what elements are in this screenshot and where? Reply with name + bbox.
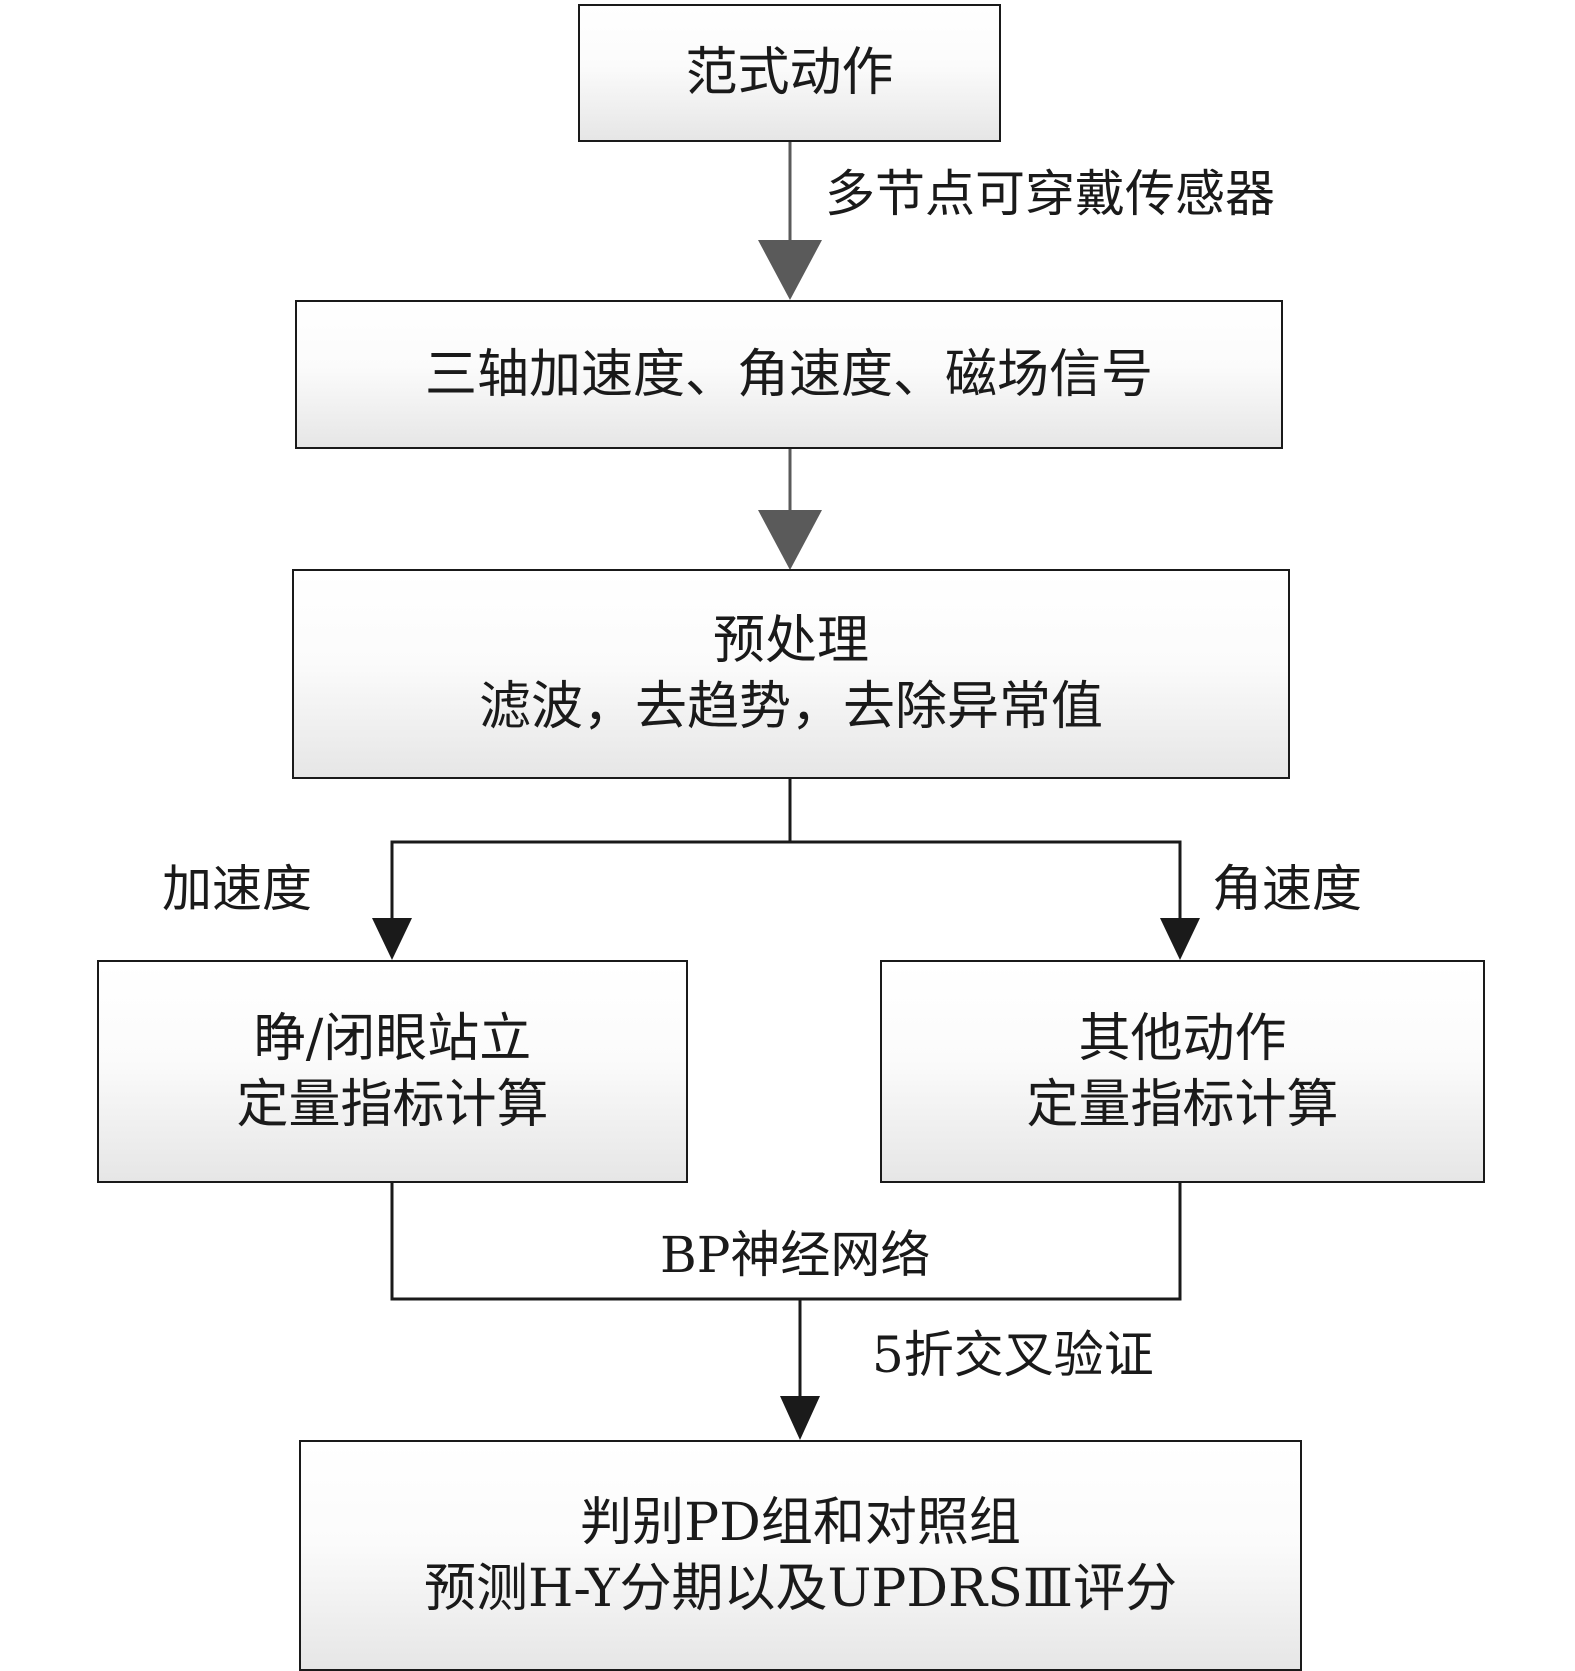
node-stance: 睁/闭眼站立 定量指标计算 [97,960,688,1183]
node-paradigm-text: 范式动作 [685,43,894,103]
arrowhead-stance [372,918,412,960]
node-paradigm: 范式动作 [578,4,1001,142]
edge-label-bp-network: BP神经网络 [660,1226,931,1284]
edge-label-sensor: 多节点可穿戴传感器 [825,165,1275,223]
edge-label-angular-velocity: 角速度 [1212,860,1362,918]
connector-merge [390,1182,1182,1301]
node-preprocess-title: 预处理 [712,611,869,671]
node-preprocess-detail: 滤波，去趋势，去除异常值 [478,677,1103,737]
node-result: 判别PD组和对照组 预测H-Y分期以及UPDRSⅢ评分 [299,1440,1302,1671]
node-other-detail: 定量指标计算 [1026,1074,1339,1135]
node-other-title: 其他动作 [1078,1008,1287,1069]
node-signals-text: 三轴加速度、角速度、磁场信号 [424,344,1153,405]
arrowhead-other [1160,918,1200,960]
connector-split-right [790,840,1182,920]
node-signals: 三轴加速度、角速度、磁场信号 [295,300,1283,449]
arrowhead-preprocess [758,510,822,570]
node-result-detail: 预测H-Y分期以及UPDRSⅢ评分 [424,1558,1177,1619]
node-stance-detail: 定量指标计算 [236,1074,549,1135]
node-preprocess: 预处理 滤波，去趋势，去除异常值 [292,569,1290,779]
connector-split [390,778,792,920]
edge-label-cross-validation: 5折交叉验证 [872,1326,1154,1384]
arrowhead-signals [758,240,822,300]
node-result-title: 判别PD组和对照组 [580,1492,1021,1553]
node-other: 其他动作 定量指标计算 [880,960,1485,1183]
arrowhead-result [780,1396,820,1440]
edge-label-acceleration: 加速度 [162,860,312,918]
node-stance-title: 睁/闭眼站立 [253,1008,532,1069]
